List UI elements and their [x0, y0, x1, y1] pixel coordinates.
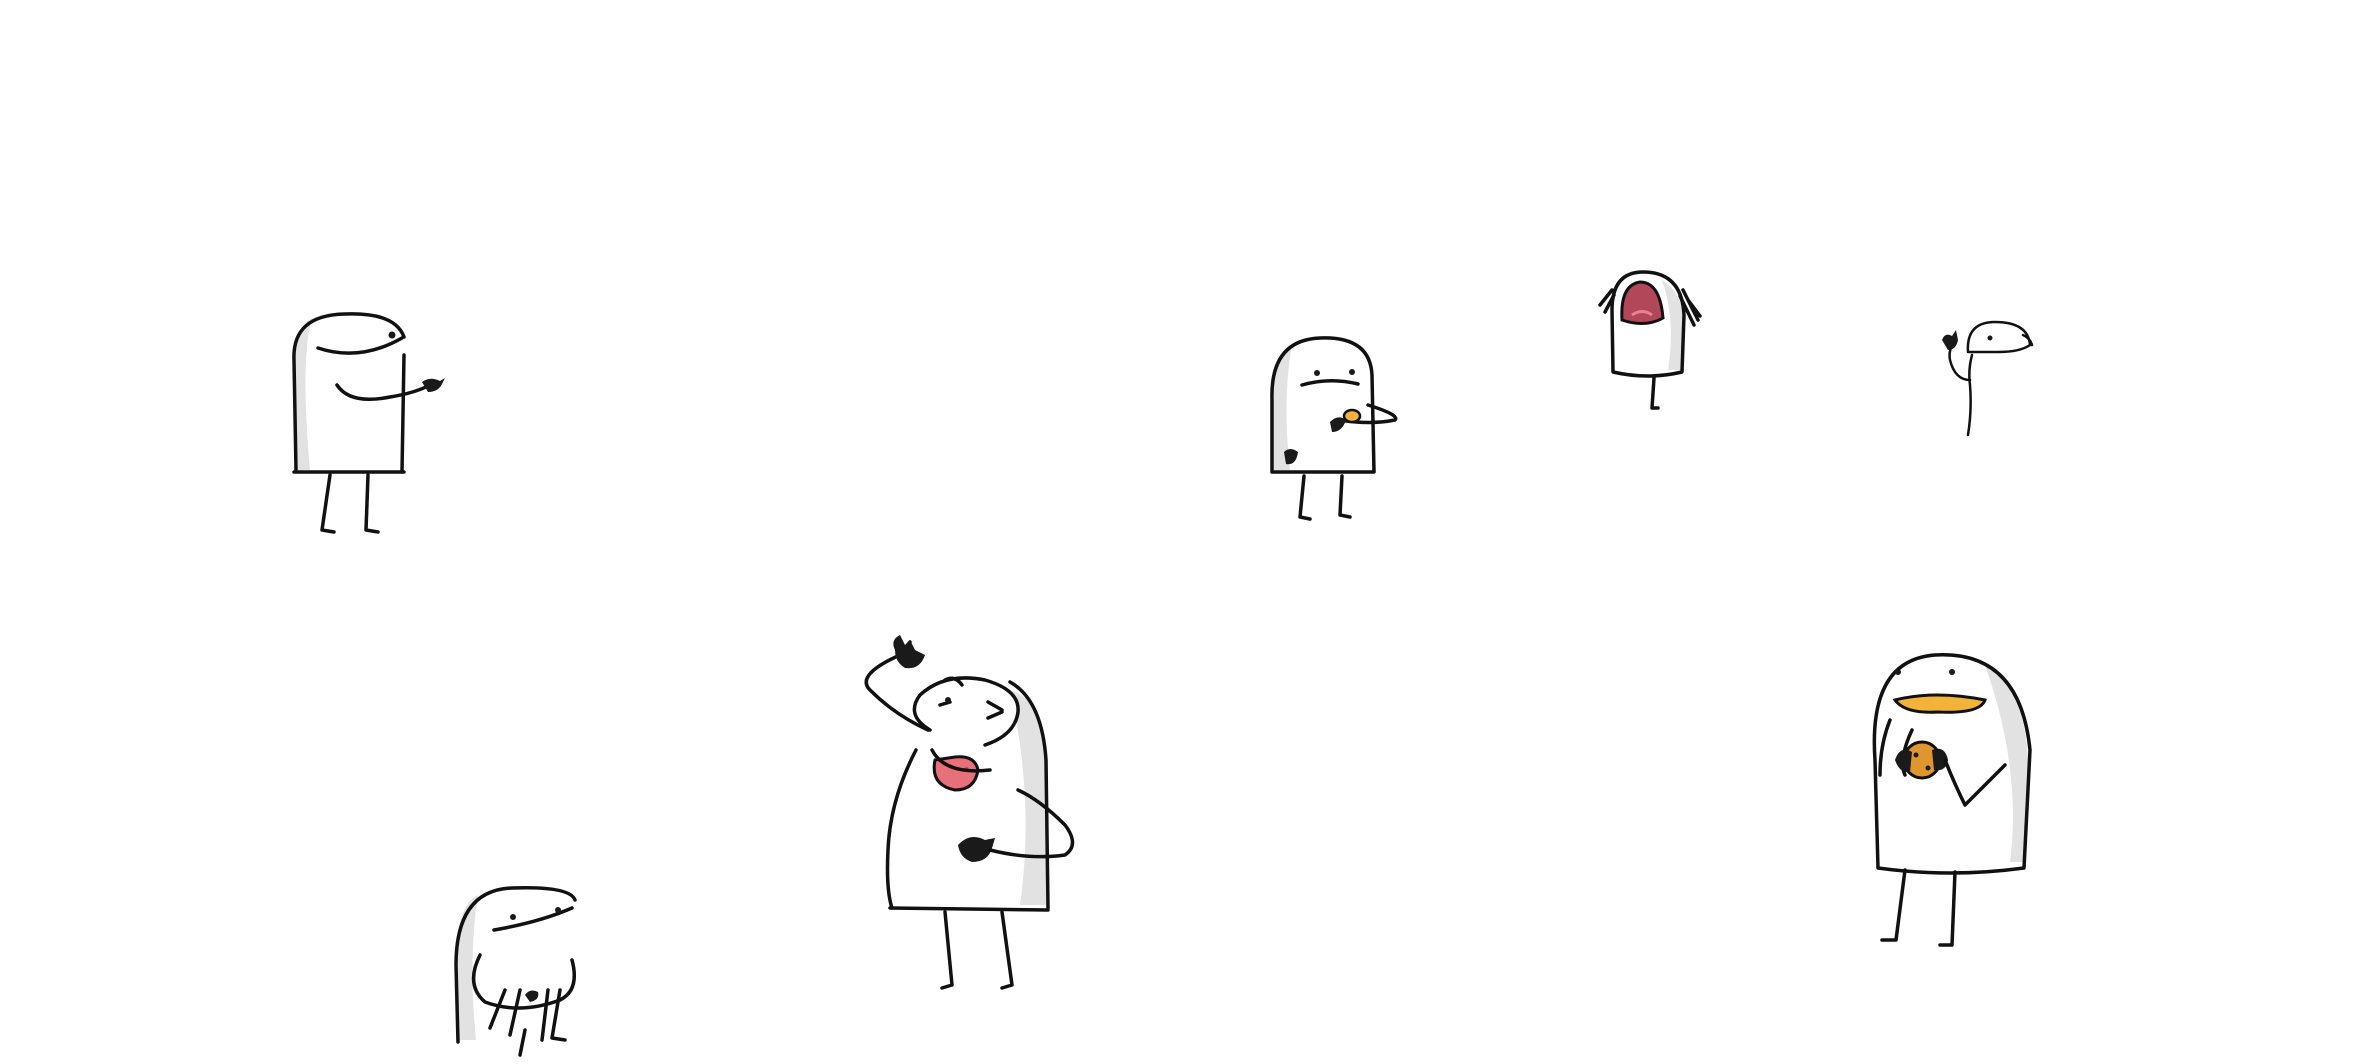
shrug-blob-character	[1270, 336, 1398, 521]
duck-blob-character	[1872, 653, 2032, 947]
peeking-blob-character	[454, 886, 577, 1057]
pointing-blob-character	[292, 312, 445, 534]
screaming-blob-character	[1598, 270, 1702, 410]
waving-blob-character	[1942, 320, 2034, 437]
tongue-out-blob-character	[864, 635, 1075, 990]
